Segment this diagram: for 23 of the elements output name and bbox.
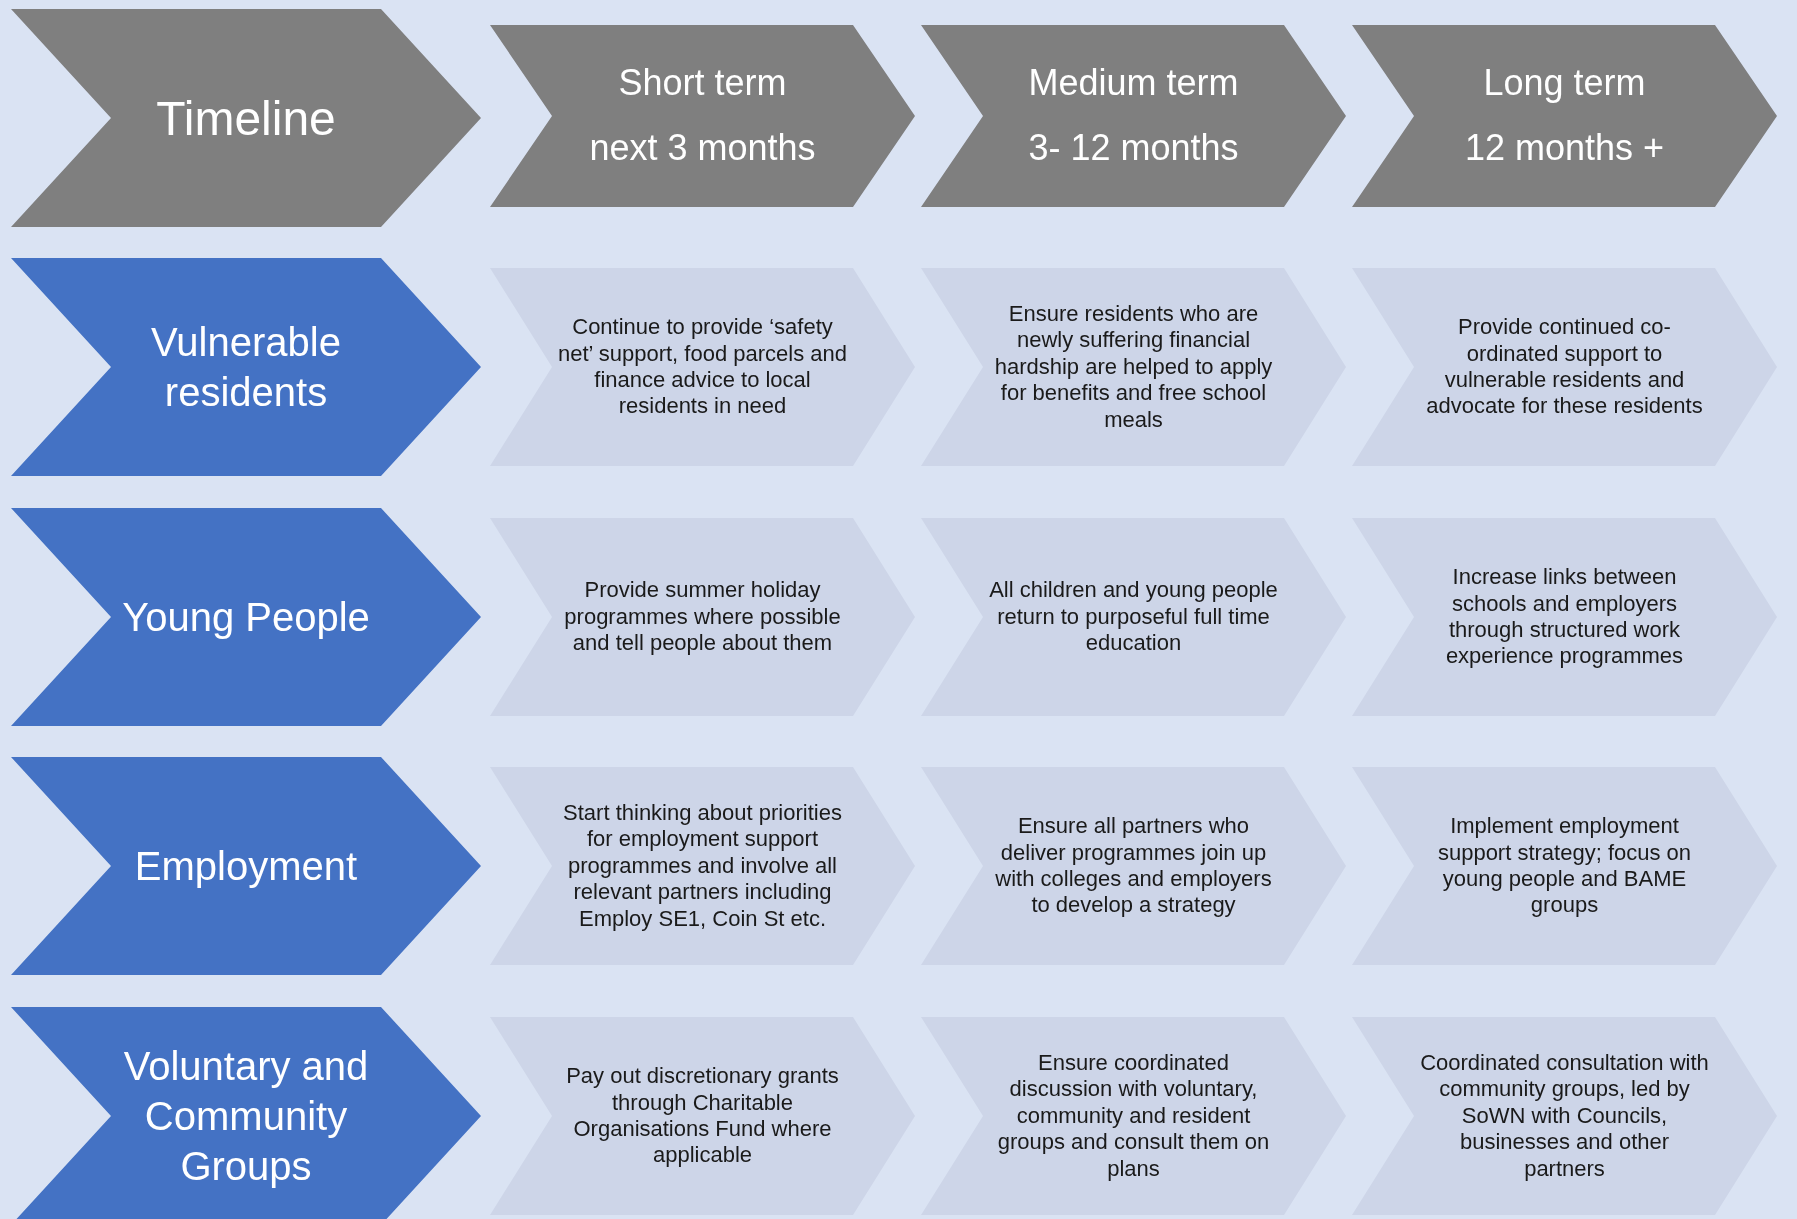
action-text: Ensure coordinated discussion with voluntary, community and resident groups and consult them on plans <box>996 1050 1271 1182</box>
row-heading: Young People <box>122 594 370 641</box>
time-range: 12 months + <box>1464 126 1665 170</box>
action-text: Ensure residents who are newly suffering financial hardship are helped to apply for benefits and free school meals <box>993 301 1274 433</box>
action-text: Coordinated consultation with community groups, led by SoWN with Councils, businesses and other partners <box>1419 1050 1710 1182</box>
time-range: next 3 months <box>589 126 816 170</box>
row-heading: Employment <box>134 843 358 890</box>
column-heading: Long term <box>1483 61 1646 106</box>
time-range: 3- 12 months <box>1028 126 1239 170</box>
action-text: Increase links between schools and employers through structured work experience programmes <box>1444 564 1685 670</box>
column-heading: Medium term <box>1028 61 1239 106</box>
row-heading: Vulnerable residents <box>150 319 342 416</box>
action-text: Ensure all partners who deliver programmes join up with colleges and employers to develop a strategy <box>994 813 1273 919</box>
action-text: All children and young people return to purposeful full time education <box>988 577 1279 657</box>
column-heading: Short term <box>618 61 787 106</box>
action-text: Implement employment support strategy; focus on young people and BAME groups <box>1436 813 1693 919</box>
row-heading: Voluntary and Community Groups <box>122 1043 370 1190</box>
action-text: Pay out discretionary grants through Charitable Organisations Fund where applicable <box>565 1063 840 1169</box>
action-text: Provide summer holiday programmes where possible and tell people about them <box>563 577 842 657</box>
action-text: Continue to provide ‘safety net’ support, food parcels and finance advice to local residents in need <box>556 314 848 420</box>
action-text: Provide continued co-ordinated support to vulnerable residents and advocate for these residents <box>1425 314 1704 420</box>
row-heading: Timeline <box>156 90 336 146</box>
action-text: Start thinking about priorities for employment support programmes and involve all relevant partners including Employ SE1, Coin St etc. <box>562 800 843 932</box>
